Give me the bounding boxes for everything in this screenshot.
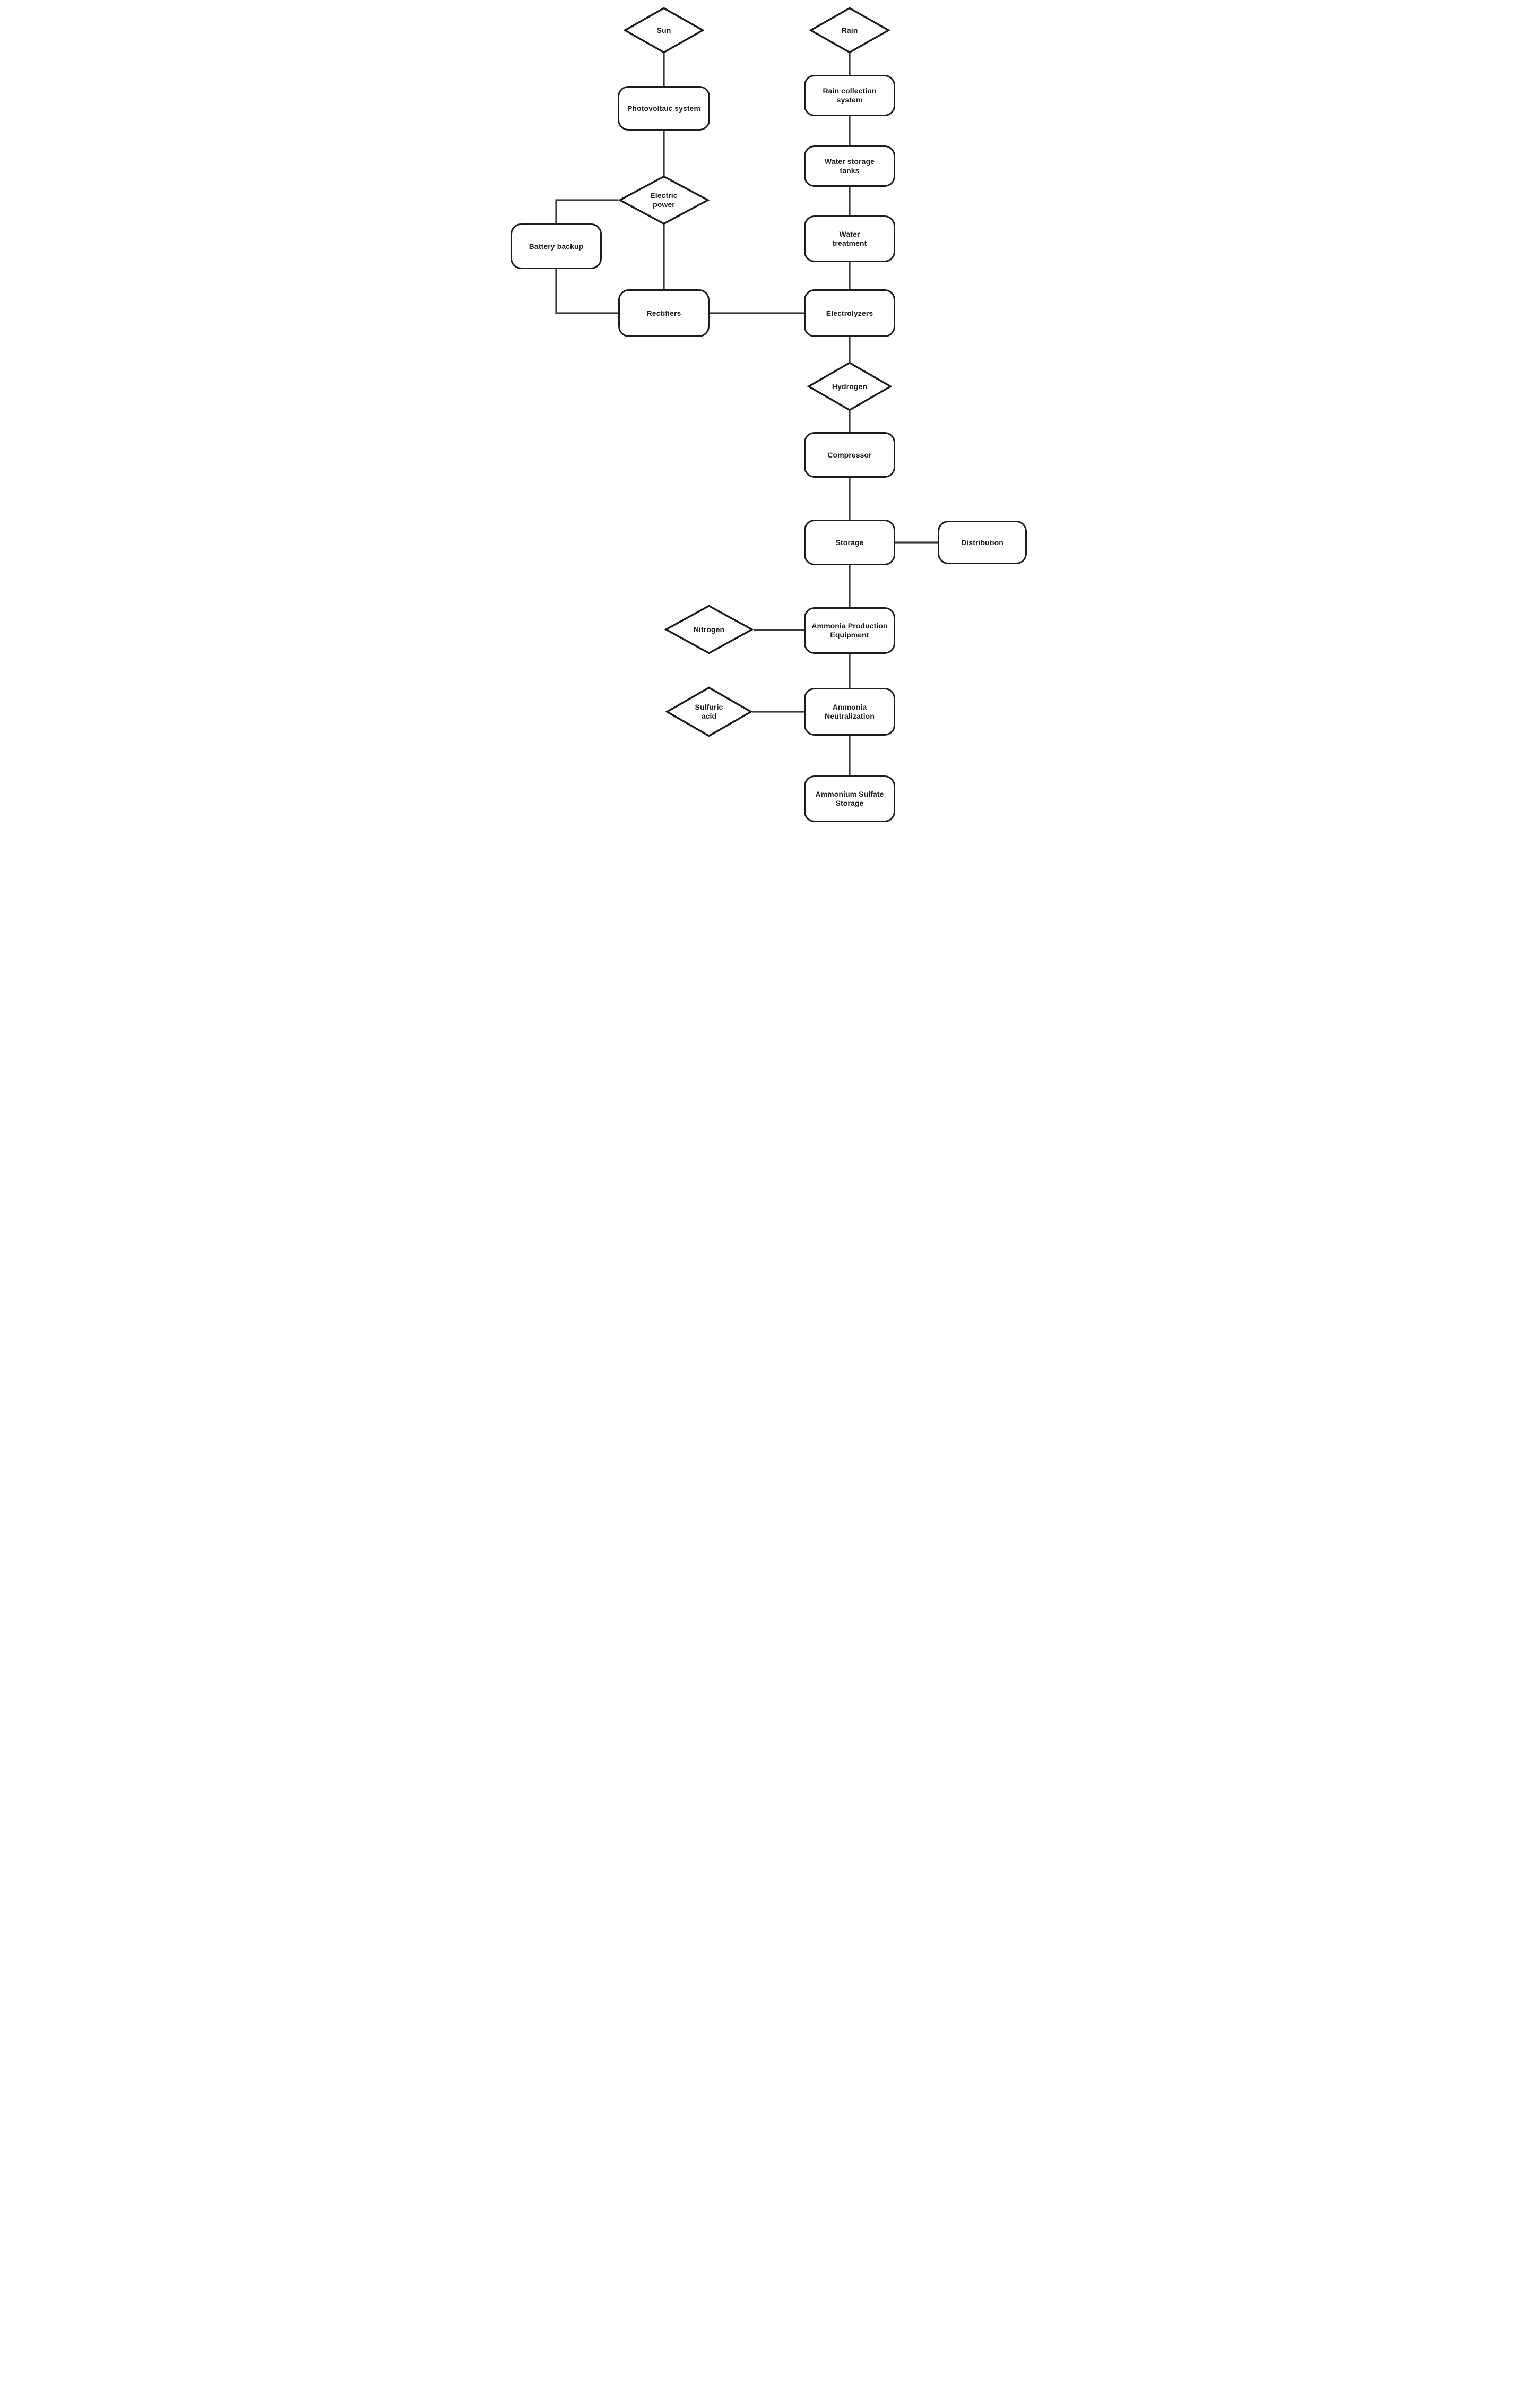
node-label: Battery backup — [529, 242, 584, 251]
node-label: Water treatment — [832, 230, 867, 247]
connector-layer — [555, 53, 938, 775]
node-storage: Storage — [804, 520, 895, 565]
node-label: Hydrogen — [832, 382, 868, 391]
edge-battery-backup-rectifiers — [555, 269, 618, 314]
node-rectifiers: Rectifiers — [618, 289, 710, 337]
diamond-shape — [664, 605, 754, 654]
flowchart-canvas: Sun Rain Photovoltaic system Rain collec… — [505, 0, 1035, 829]
node-hydrogen: Hydrogen — [807, 361, 892, 411]
node-label: Rain — [841, 25, 858, 35]
node-label: Distribution — [961, 538, 1003, 547]
node-rain: Rain — [809, 7, 890, 54]
node-ammonia-production-equipment: Ammonia Production Equipment — [804, 607, 895, 654]
node-sulfuric-acid: Sulfuric acid — [665, 686, 752, 737]
node-label: Ammonia Neutralization — [825, 703, 875, 720]
node-compressor: Compressor — [804, 432, 895, 478]
node-label: Electrolyzers — [826, 308, 873, 317]
node-nitrogen: Nitrogen — [664, 605, 754, 654]
node-label: Storage — [835, 538, 864, 547]
diamond-shape — [618, 175, 710, 225]
diamond-shape — [665, 686, 752, 737]
node-label: Electric power — [650, 191, 678, 209]
node-rain-collection-system: Rain collection system — [804, 75, 895, 116]
diamond-shape — [624, 7, 704, 54]
node-electrolyzers: Electrolyzers — [804, 289, 895, 337]
node-water-treatment: Water treatment — [804, 215, 895, 262]
node-battery-backup: Battery backup — [511, 223, 602, 269]
node-sun: Sun — [624, 7, 704, 54]
node-photovoltaic-system: Photovoltaic system — [618, 86, 710, 131]
node-label: Sulfuric acid — [695, 703, 723, 720]
node-label: Compressor — [827, 450, 872, 459]
node-water-storage-tanks: Water storage tanks — [804, 145, 895, 187]
node-label: Nitrogen — [693, 625, 725, 634]
node-distribution: Distribution — [938, 521, 1027, 564]
node-ammonia-neutralization: Ammonia Neutralization — [804, 688, 895, 736]
node-label: Sun — [656, 25, 671, 35]
diamond-shape — [807, 361, 892, 411]
node-label: Photovoltaic system — [627, 104, 701, 113]
node-label: Ammonium Sulfate Storage — [815, 790, 884, 807]
node-electric-power: Electric power — [618, 175, 710, 225]
node-label: Ammonia Production Equipment — [811, 622, 888, 639]
edge-electric-power-battery-backup — [555, 199, 618, 223]
node-label: Rain collection system — [823, 87, 877, 104]
node-ammonium-sulfate-storage: Ammonium Sulfate Storage — [804, 775, 895, 822]
diamond-shape — [809, 7, 890, 54]
node-label: Water storage tanks — [824, 157, 875, 175]
node-label: Rectifiers — [646, 308, 681, 317]
